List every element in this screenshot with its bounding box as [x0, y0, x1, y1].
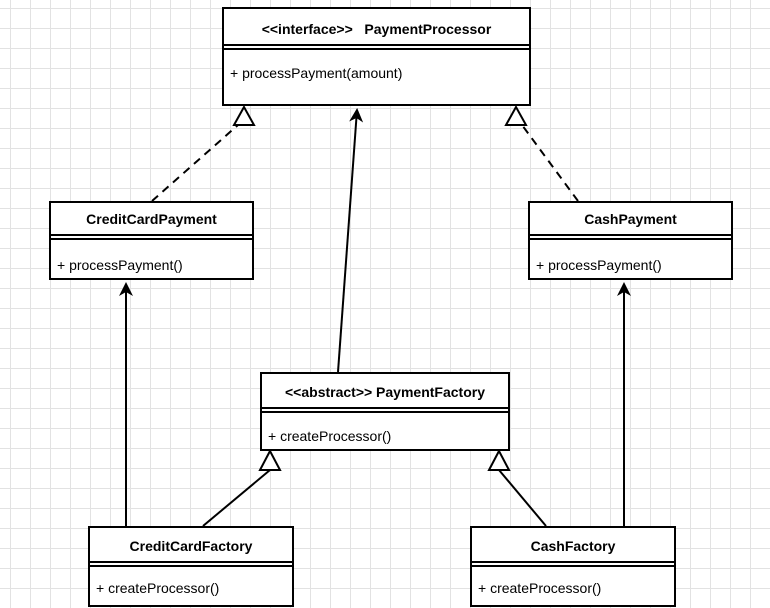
class-cash-factory[interactable]: CashFactory + createProcessor(): [470, 526, 676, 607]
generalization-line-creditcardfactory: [202, 469, 271, 527]
class-title-credit-card-payment: CreditCardPayment: [86, 211, 217, 227]
class-payment-factory[interactable]: <<abstract>> PaymentFactory + createProc…: [260, 372, 510, 451]
class-title-payment-factory: <<abstract>> PaymentFactory: [285, 384, 485, 400]
class-separator: [472, 561, 674, 567]
class-title-cash-payment: CashPayment: [584, 211, 677, 227]
class-separator: [530, 234, 731, 240]
generalization-head-creditcardfactory: [258, 448, 282, 471]
class-credit-card-payment[interactable]: CreditCardPayment + processPayment(): [49, 201, 254, 280]
association-line-factory-processor: [337, 108, 364, 373]
generalization-head-cashfactory: [487, 448, 511, 471]
realization-head-cashpayment: [504, 104, 528, 126]
class-cash-payment[interactable]: CashPayment + processPayment(): [528, 201, 733, 280]
class-separator: [51, 234, 252, 240]
generalization-line-cashfactory: [498, 469, 547, 527]
class-separator: [262, 407, 508, 413]
method-create-processor: + createProcessor(): [268, 428, 392, 444]
class-title-cash-factory: CashFactory: [530, 538, 616, 554]
realization-line-cashpayment: [521, 124, 579, 202]
class-separator: [90, 561, 292, 567]
realization-line-creditcardpayment: [151, 124, 239, 202]
method-process-payment: + processPayment(): [57, 257, 183, 273]
method-create-processor: + createProcessor(): [478, 580, 602, 596]
class-credit-card-factory[interactable]: CreditCardFactory + createProcessor(): [88, 526, 294, 607]
method-process-payment-amount: + processPayment(amount): [230, 65, 403, 81]
realization-head-creditcardpayment: [232, 104, 256, 126]
class-separator: [224, 44, 529, 50]
class-title-payment-processor: <<interface>> PaymentProcessor: [261, 21, 492, 37]
method-create-processor: + createProcessor(): [96, 580, 220, 596]
class-title-credit-card-factory: CreditCardFactory: [129, 538, 253, 554]
method-process-payment: + processPayment(): [536, 257, 662, 273]
class-payment-processor[interactable]: <<interface>> PaymentProcessor + process…: [222, 7, 531, 106]
